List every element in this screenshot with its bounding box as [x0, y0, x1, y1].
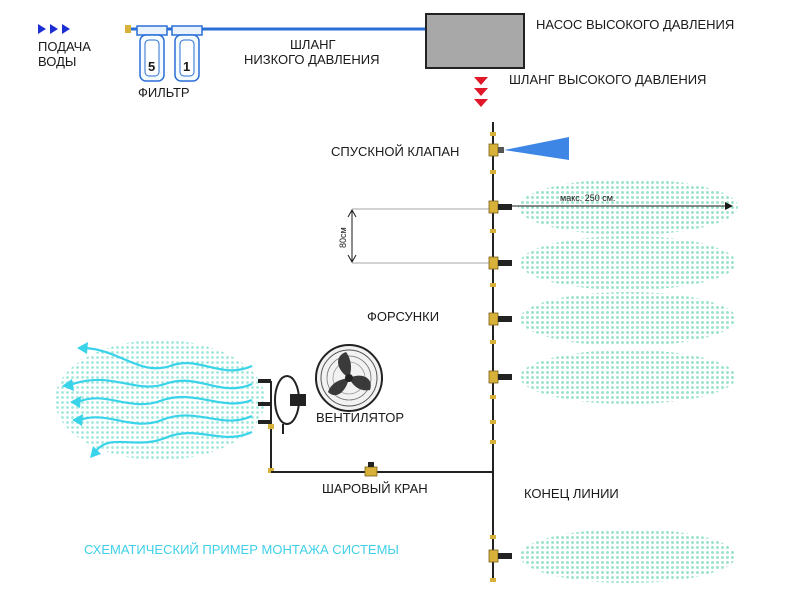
drain-valve-label: СПУСКНОЙ КЛАПАН: [331, 144, 459, 159]
max-distance-label: макс. 250 см.: [560, 193, 615, 203]
caption: СХЕМАТИЧЕСКИЙ ПРИМЕР МОНТАЖА СИСТЕМЫ: [84, 542, 399, 557]
water-supply-label-1: ПОДАЧА: [38, 39, 91, 54]
filter-label: ФИЛЬТР: [138, 85, 190, 100]
air-flow: [69, 346, 253, 453]
mist-cloud: [520, 350, 736, 404]
nozzle: [488, 549, 512, 563]
fan-side-view: [274, 375, 306, 434]
filter-digit-5: 5: [148, 59, 155, 74]
fan-icon: [315, 344, 383, 412]
nozzle: [488, 200, 512, 214]
air-flow-arrowheads: [62, 342, 101, 458]
mist-cloud: [520, 292, 736, 346]
nozzle: [488, 312, 512, 326]
fan-nozzles: [258, 379, 274, 473]
filter-digit-1: 1: [183, 59, 190, 74]
nozzles: [488, 200, 512, 563]
fan-label: ВЕНТИЛЯТОР: [316, 410, 404, 425]
spacing-label: 80см: [338, 227, 348, 248]
high-pressure-pump: [425, 13, 525, 69]
high-pressure-hose-label: ШЛАНГ ВЫСОКОГО ДАВЛЕНИЯ: [509, 72, 706, 87]
mist-cloud: [518, 179, 738, 235]
low-pressure-hose-label-1: ШЛАНГ: [290, 37, 336, 52]
ball-valve: [271, 462, 493, 477]
line-end-label: КОНЕЦ ЛИНИИ: [524, 486, 619, 501]
triple-down-arrow-icon: [474, 77, 488, 107]
pipe-fittings: [490, 132, 496, 582]
nozzle: [488, 256, 512, 270]
drain-valve: [488, 137, 569, 160]
pump-label: НАСОС ВЫСОКОГО ДАВЛЕНИЯ: [536, 17, 734, 32]
mist-cloud: [520, 236, 736, 290]
nozzles-label: ФОРСУНКИ: [367, 309, 439, 324]
nozzle: [488, 370, 512, 384]
low-pressure-hose-label-2: НИЗКОГО ДАВЛЕНИЯ: [244, 52, 379, 67]
mist-cloud: [520, 529, 736, 583]
triple-arrow-icon: [38, 24, 70, 34]
spacing-dimension: [347, 208, 489, 264]
water-supply-label-2: ВОДЫ: [38, 54, 76, 69]
ball-valve-label: ШАРОВЫЙ КРАН: [322, 481, 428, 496]
filter: [125, 25, 205, 82]
mist-clouds: [55, 179, 738, 583]
